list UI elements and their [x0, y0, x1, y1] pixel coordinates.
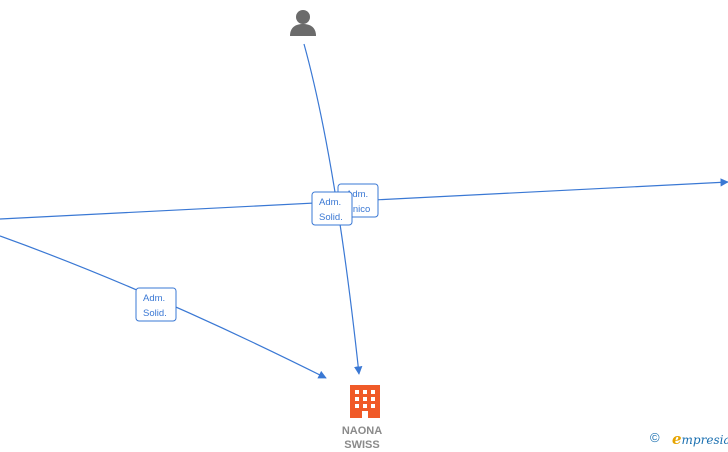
edge-label-role: Adm.	[319, 197, 341, 208]
edge-label[interactable]: Adm. Solid.	[311, 191, 353, 226]
company-name-line2: SWISS	[344, 439, 380, 451]
brand-logo-text: mpresia	[681, 433, 728, 447]
edge-label-role-type: Unico	[346, 204, 370, 215]
edge-person-to-company	[303, 43, 363, 375]
edge-label-role: Adm.	[143, 293, 165, 304]
edge-label-role-type: Solid.	[319, 212, 343, 223]
edge-label-role-type: Solid.	[143, 308, 167, 319]
edge-label-role: Adm.	[346, 189, 368, 200]
person-icon[interactable]	[290, 10, 316, 36]
brand-logo-initial: e	[672, 430, 682, 448]
edge-label[interactable]: Adm. Solid.	[135, 287, 177, 322]
copyright-icon: ©	[650, 430, 660, 445]
company-name[interactable]: NAONA SWISS	[322, 424, 402, 452]
brand-logo[interactable]: empresia	[672, 430, 728, 448]
building-icon[interactable]	[350, 385, 380, 418]
company-name-line1: NAONA	[341, 425, 383, 437]
